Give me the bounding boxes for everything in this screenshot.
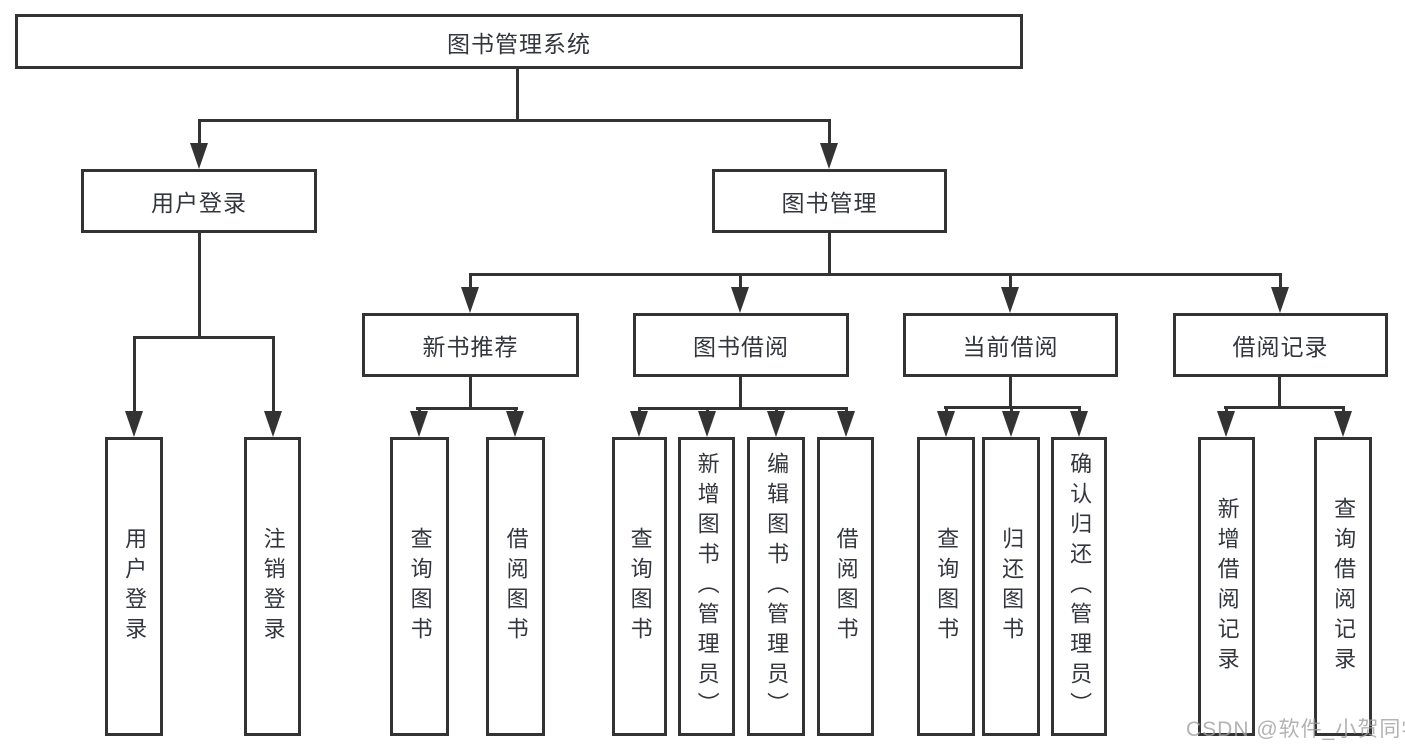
arrowhead-down-icon	[731, 287, 749, 313]
arrowhead-down-icon	[1217, 411, 1235, 437]
leaf-query-book-recommend: 查询图书	[390, 437, 449, 736]
node-current-borrowing: 当前借阅	[903, 313, 1118, 377]
arrowhead-down-icon	[1334, 411, 1352, 437]
arrowhead-down-icon	[190, 143, 208, 169]
connector-line	[514, 407, 517, 411]
connector-line	[272, 336, 275, 411]
connector-line	[469, 273, 1282, 276]
node-current-borrowing-label: 当前借阅	[962, 334, 1059, 360]
connector-line	[638, 407, 848, 410]
connector-line	[706, 407, 709, 411]
node-book-management-label: 图书管理	[781, 190, 878, 216]
leaf-add-book-admin: 新增图书（管理员）	[678, 437, 735, 736]
leaf-user-login: 用户登录	[105, 437, 163, 736]
leaf-query-book-current-label: 查询图书	[934, 526, 960, 647]
leaf-add-borrow-record: 新增借阅记录	[1198, 437, 1255, 736]
connector-line	[469, 273, 472, 287]
connector-line	[845, 407, 848, 411]
connector-line	[945, 406, 948, 411]
connector-line	[1225, 406, 1228, 411]
connector-line	[418, 407, 421, 411]
connector-line	[775, 407, 778, 411]
arrowhead-down-icon	[767, 411, 785, 437]
connector-line	[638, 407, 641, 411]
leaf-confirm-return-admin-label: 确认归还（管理员）	[1067, 451, 1093, 722]
connector-line	[828, 119, 831, 143]
leaf-user-login-label: 用户登录	[122, 526, 148, 647]
connector-line	[134, 336, 275, 339]
arrowhead-down-icon	[1271, 287, 1289, 313]
connector-line	[1279, 273, 1282, 287]
leaf-borrow-book-recommend-label: 借阅图书	[503, 526, 529, 647]
connector-line	[739, 377, 742, 410]
connector-line	[1342, 406, 1345, 411]
leaf-confirm-return-admin: 确认归还（管理员）	[1051, 437, 1107, 736]
leaf-logout: 注销登录	[244, 437, 301, 736]
leaf-edit-book-admin-label: 编辑图书（管理员）	[764, 451, 790, 722]
leaf-query-book-borrowing: 查询图书	[612, 437, 667, 736]
arrowhead-down-icon	[410, 411, 428, 437]
node-root: 图书管理系统	[15, 14, 1023, 69]
connector-line	[1078, 406, 1081, 411]
connector-line	[198, 119, 201, 143]
connector-line	[1009, 377, 1012, 409]
connector-line	[1278, 377, 1281, 409]
connector-line	[416, 407, 518, 410]
arrowhead-down-icon	[837, 411, 855, 437]
leaf-query-book-recommend-label: 查询图书	[407, 526, 433, 647]
node-user-login: 用户登录	[81, 169, 317, 233]
node-book-management: 图书管理	[712, 169, 947, 233]
node-new-book-recommend-label: 新书推荐	[422, 334, 519, 360]
connector-line	[739, 273, 742, 287]
leaf-add-book-admin-label: 新增图书（管理员）	[694, 451, 720, 722]
arrowhead-down-icon	[630, 411, 648, 437]
arrowhead-down-icon	[820, 143, 838, 169]
arrowhead-down-icon	[698, 411, 716, 437]
leaf-add-borrow-record-label: 新增借阅记录	[1214, 496, 1240, 677]
arrowhead-down-icon	[1001, 287, 1019, 313]
leaf-return-book-label: 归还图书	[999, 526, 1025, 647]
arrowhead-down-icon	[1070, 411, 1088, 437]
arrowhead-down-icon	[264, 411, 282, 437]
leaf-logout-label: 注销登录	[260, 526, 286, 647]
node-borrowing-records: 借阅记录	[1173, 313, 1388, 377]
connector-line	[133, 336, 136, 411]
connector-line	[1009, 273, 1012, 287]
leaf-query-book-borrowing-label: 查询图书	[627, 526, 653, 647]
node-root-label: 图书管理系统	[447, 30, 591, 57]
connector-line	[1010, 406, 1013, 411]
arrowhead-down-icon	[125, 411, 143, 437]
leaf-query-borrow-record-label: 查询借阅记录	[1331, 496, 1357, 677]
connector-line	[469, 377, 472, 410]
connector-line	[1224, 406, 1345, 409]
arrowhead-down-icon	[461, 287, 479, 313]
csdn-watermark: CSDN @软件_小贺同学	[1186, 718, 1405, 741]
node-user-login-label: 用户登录	[151, 190, 247, 216]
arrowhead-down-icon	[1002, 411, 1020, 437]
node-book-borrowing-label: 图书借阅	[693, 334, 789, 360]
leaf-borrow-book-borrowing-label: 借阅图书	[833, 526, 859, 647]
leaf-query-borrow-record: 查询借阅记录	[1314, 437, 1372, 736]
arrowhead-down-icon	[506, 411, 524, 437]
arrowhead-down-icon	[937, 411, 955, 437]
connector-line	[516, 69, 519, 120]
node-new-book-recommend: 新书推荐	[362, 313, 579, 377]
leaf-edit-book-admin: 编辑图书（管理员）	[747, 437, 805, 736]
connector-line	[198, 233, 201, 339]
leaf-borrow-book-recommend: 借阅图书	[486, 437, 545, 736]
node-borrowing-records-label: 借阅记录	[1232, 334, 1329, 360]
leaf-return-book: 归还图书	[982, 437, 1040, 736]
leaf-query-book-current: 查询图书	[917, 437, 975, 736]
connector-line	[198, 119, 831, 122]
leaf-borrow-book-borrowing: 借阅图书	[817, 437, 874, 736]
connector-line	[828, 233, 831, 276]
node-book-borrowing: 图书借阅	[633, 313, 849, 377]
